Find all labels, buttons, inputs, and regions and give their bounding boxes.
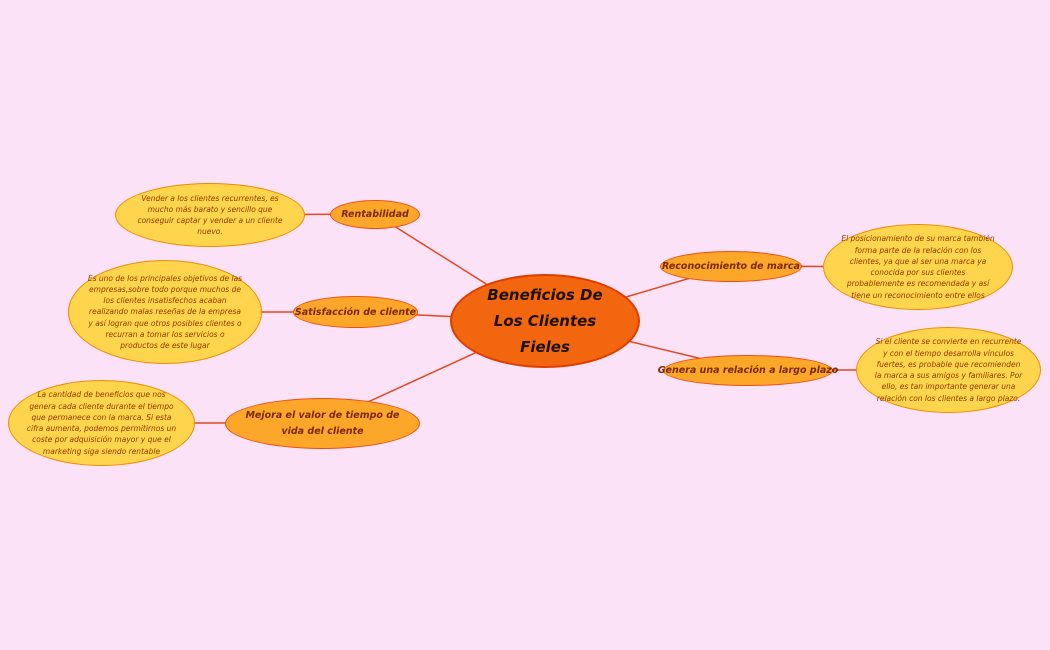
detail-text: La cantidad de beneficios que nos genera… — [26, 390, 177, 456]
central-topic-label: Beneficios De Los Clientes Fieles — [487, 285, 603, 357]
branch-node-rentabilidad[interactable]: Rentabilidad — [330, 200, 420, 229]
detail-node-satisfaccion[interactable]: Es uno de los principales objetivos de l… — [68, 260, 262, 364]
detail-text: Si el cliente se convierte en recurrente… — [874, 337, 1023, 403]
branch-node-relacion-largo-plazo[interactable]: Genera una relación a largo plazo — [658, 355, 838, 386]
branch-label: Mejora el valor de tiempo de vida del cl… — [245, 410, 400, 437]
detail-text: El posicionamiento de su marca también f… — [841, 234, 995, 300]
branch-node-reconocimiento[interactable]: Reconocimiento de marca — [660, 251, 802, 282]
detail-text: Es uno de los principales objetivos de l… — [87, 273, 243, 351]
branch-node-satisfaccion[interactable]: Satisfacción de cliente — [293, 296, 418, 328]
branch-label: Reconocimiento de marca — [662, 261, 800, 272]
branch-label: Rentabilidad — [341, 209, 409, 220]
central-topic-node[interactable]: Beneficios De Los Clientes Fieles — [450, 274, 640, 368]
detail-node-reconocimiento[interactable]: El posicionamiento de su marca también f… — [823, 224, 1013, 310]
detail-node-mejora-valor[interactable]: La cantidad de beneficios que nos genera… — [8, 380, 195, 466]
branch-label: Satisfacción de cliente — [294, 306, 417, 318]
detail-node-rentabilidad[interactable]: Vender a los clientes recurrentes, es mu… — [115, 183, 305, 247]
detail-text: Vender a los clientes recurrentes, es mu… — [137, 193, 283, 237]
branch-node-mejora-valor[interactable]: Mejora el valor de tiempo de vida del cl… — [225, 398, 420, 449]
branch-label: Genera una relación a largo plazo — [657, 365, 839, 376]
detail-node-relacion-largo-plazo[interactable]: Si el cliente se convierte en recurrente… — [856, 327, 1041, 413]
